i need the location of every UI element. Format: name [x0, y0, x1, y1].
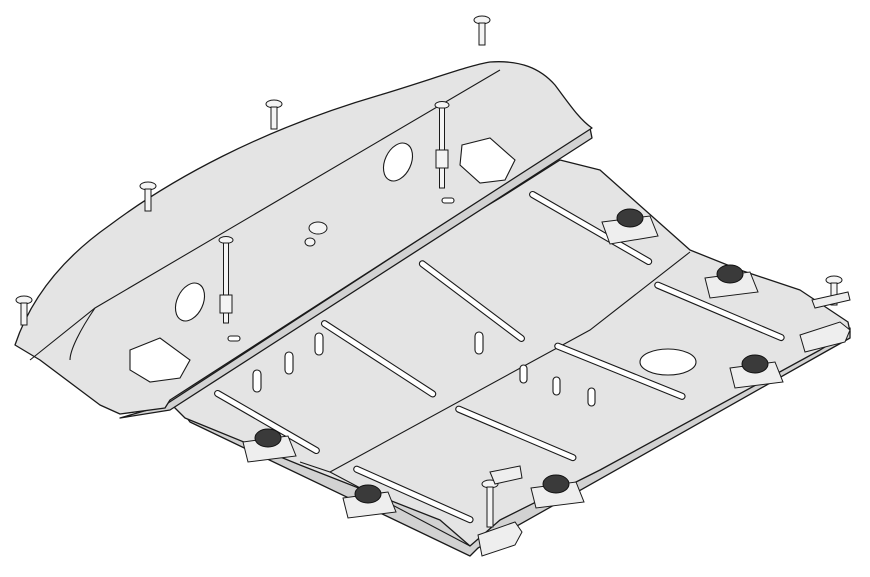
brackets [477, 291, 851, 557]
main-plate-slots [214, 190, 785, 524]
nut [304, 221, 328, 247]
rubber-mount [342, 484, 397, 519]
rubber-mount [704, 264, 759, 299]
bracket [799, 321, 851, 353]
rubber-mount [242, 428, 297, 463]
long-bolt [434, 101, 450, 189]
oval-hole [639, 348, 697, 376]
bolts [15, 15, 843, 528]
small-slots [252, 331, 596, 407]
bracket [489, 465, 523, 485]
bolt [15, 295, 33, 326]
bolt [473, 15, 491, 46]
rubber-mounts [242, 208, 784, 519]
rubber-mount [729, 354, 784, 389]
rubber-mount [601, 208, 659, 245]
bracket [811, 291, 851, 309]
bolt [139, 181, 157, 212]
long-bolt [218, 236, 234, 324]
main-plate [164, 159, 851, 557]
bolt [265, 99, 283, 130]
rubber-mount [530, 474, 585, 509]
bracket [477, 521, 523, 557]
